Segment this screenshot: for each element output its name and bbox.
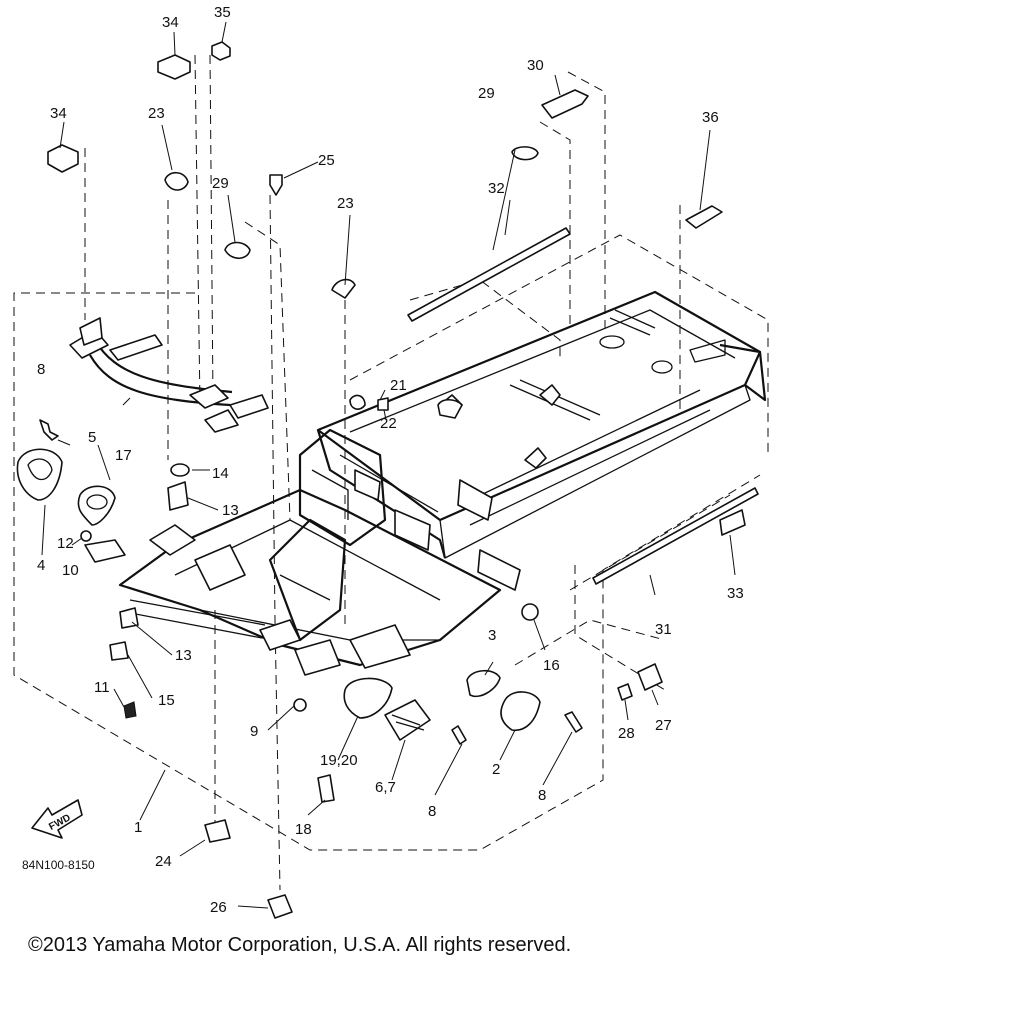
bolt-8-left	[39, 419, 59, 441]
part-23-left	[164, 171, 189, 191]
part-5	[77, 485, 116, 526]
bracket-22	[437, 398, 463, 419]
callout-34-top: 34	[162, 14, 179, 31]
callout-25: 25	[318, 152, 335, 169]
part-21	[349, 394, 366, 410]
small-parts	[16, 41, 759, 919]
callout-10: 10	[62, 562, 79, 579]
copyright-notice: ©2013 Yamaha Motor Corporation, U.S.A. A…	[28, 934, 571, 956]
callout-4: 4	[37, 557, 45, 574]
part-30	[541, 89, 589, 119]
part-16	[521, 603, 539, 621]
clip-24	[204, 819, 231, 843]
leader-lines	[41, 21, 736, 909]
part-13-upper	[167, 481, 189, 511]
callout-32: 32	[488, 180, 505, 197]
clip-26	[267, 894, 293, 919]
part-4	[16, 448, 63, 501]
callout-2: 2	[492, 761, 500, 778]
fwd-arrow: FWD	[31, 799, 83, 839]
callout-35: 35	[214, 4, 231, 21]
callout-17: 17	[115, 447, 132, 464]
strip-32	[407, 227, 571, 322]
callout-24: 24	[155, 853, 172, 870]
bolt-18	[317, 774, 335, 803]
callout-12: 12	[57, 535, 74, 552]
callout-8-left: 8	[37, 361, 45, 378]
callout-33: 33	[727, 585, 744, 602]
callout-5: 5	[88, 429, 96, 446]
assembly-boundary-lines	[13, 54, 769, 891]
callout-27: 27	[655, 717, 672, 734]
front-bumper	[69, 317, 269, 433]
callout-13-upper: 13	[222, 502, 239, 519]
callout-22: 22	[380, 415, 397, 432]
part-36	[685, 205, 723, 229]
callout-21: 21	[390, 377, 407, 394]
callout-15: 15	[158, 692, 175, 709]
callout-29-left: 29	[212, 175, 229, 192]
label-33	[719, 509, 746, 536]
callout-23-center: 23	[337, 195, 354, 212]
callout-28: 28	[618, 725, 635, 742]
part-2	[500, 691, 541, 731]
part-35	[211, 41, 231, 61]
bolt-25	[269, 174, 283, 196]
callout-31: 31	[655, 621, 672, 638]
callout-26: 26	[210, 899, 227, 916]
callout-6-7: 6,7	[375, 779, 396, 796]
part-34-lower	[47, 144, 79, 173]
callout-3: 3	[488, 627, 496, 644]
part-12	[80, 530, 92, 542]
callout-13-lower: 13	[175, 647, 192, 664]
callout-18: 18	[295, 821, 312, 838]
main-frame	[118, 290, 767, 676]
callout-11: 11	[94, 679, 110, 696]
part-3	[466, 669, 501, 697]
washer-9	[293, 698, 307, 712]
part-34-upper	[157, 54, 191, 80]
callout-19-20: 19,20	[320, 752, 358, 769]
part-14	[170, 463, 190, 477]
part-27	[637, 663, 663, 691]
bolt-22	[377, 397, 389, 411]
callout-34-left: 34	[50, 105, 67, 122]
callout-29-right: 29	[478, 85, 495, 102]
bolt-11	[123, 701, 137, 719]
bolt-8-right	[564, 711, 583, 733]
callout-labels: 34 35 34 23 29 25 23 30 29 32 36 8 17 5 …	[37, 4, 744, 916]
part-29-right	[511, 146, 539, 161]
part-15	[109, 641, 129, 661]
callout-36: 36	[702, 109, 719, 126]
callout-9: 9	[250, 723, 258, 740]
strip-31	[592, 487, 759, 585]
callout-8-right: 8	[538, 787, 546, 804]
callout-14: 14	[212, 465, 229, 482]
callout-16: 16	[543, 657, 560, 674]
bolt-8-center	[451, 725, 467, 745]
callout-8-center: 8	[428, 803, 436, 820]
part-19-20	[343, 677, 393, 719]
bolt-28	[617, 683, 633, 701]
callout-23-left: 23	[148, 105, 165, 122]
part-23-center	[331, 278, 356, 299]
callout-30: 30	[527, 57, 544, 74]
part-29-left	[224, 241, 251, 260]
callout-1: 1	[134, 819, 142, 836]
diagram-code: 84N100-8150	[22, 858, 95, 872]
part-10	[84, 539, 126, 563]
